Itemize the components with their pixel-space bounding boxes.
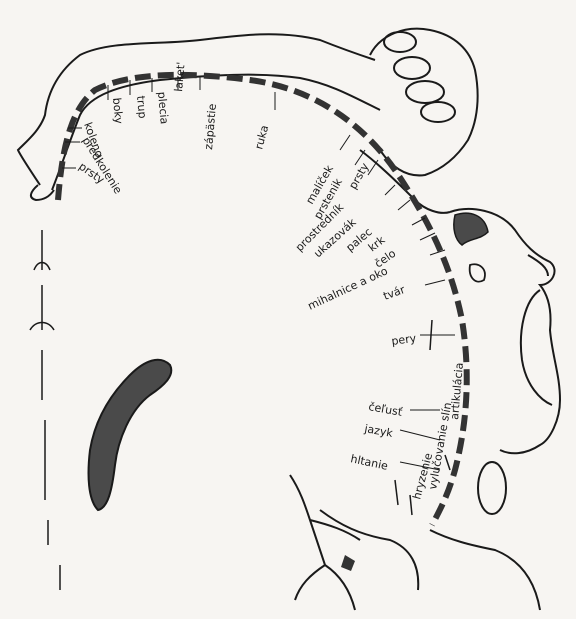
label-plecia: plecia xyxy=(155,91,171,125)
arrow-2 xyxy=(445,455,450,470)
label-ruka: ruka xyxy=(252,124,271,151)
left-guide xyxy=(30,230,60,590)
tongue-outline xyxy=(478,462,506,514)
label-trup: trup xyxy=(134,95,149,119)
label-pery: pery xyxy=(391,332,418,348)
nose-outline xyxy=(528,255,548,276)
finger-1 xyxy=(384,32,416,52)
finger-2 xyxy=(394,57,430,79)
foot-outline xyxy=(31,185,54,200)
label-mihalnice: mihalnice a oko xyxy=(306,264,390,312)
finger-4 xyxy=(421,102,455,122)
throat-outline xyxy=(430,530,540,610)
mouth-outline xyxy=(521,290,552,405)
label-hltanie: hltanie xyxy=(349,452,389,473)
ventricle-shape xyxy=(89,360,172,510)
label-laket: laket' xyxy=(172,61,188,92)
label-celust: čeľusť xyxy=(367,400,403,419)
branch-node xyxy=(341,555,355,571)
arrow-4 xyxy=(395,480,398,505)
label-jazyk: jazyk xyxy=(362,422,394,440)
label-vylucovanie: vylučovanie slín xyxy=(426,401,454,490)
branch-lines xyxy=(290,475,360,610)
label-zapastie: zápästie xyxy=(202,103,219,150)
lips-outline xyxy=(470,264,485,281)
brow-patch xyxy=(454,213,488,245)
label-boky: boky xyxy=(110,97,125,125)
neck-outline xyxy=(320,510,418,590)
label-tvar: tvár xyxy=(382,283,408,303)
label-prsty-hand: prsty xyxy=(346,160,372,191)
finger-3 xyxy=(406,81,444,103)
